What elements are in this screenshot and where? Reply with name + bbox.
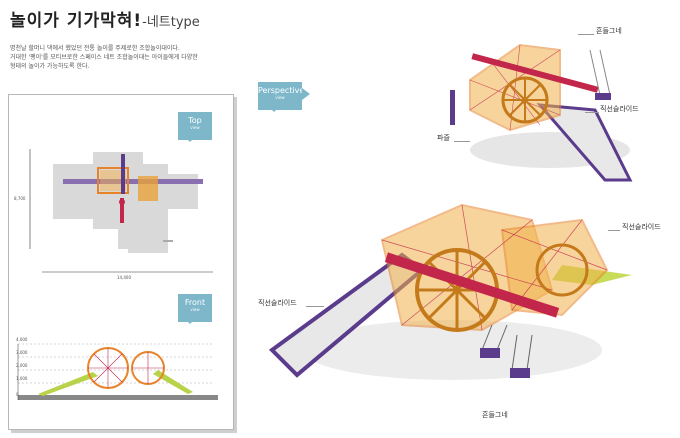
callout-line: [306, 306, 324, 307]
plan-sheet: [8, 94, 234, 430]
level-label: 1,000: [16, 376, 28, 381]
front-tag-small: view: [190, 307, 200, 312]
front-view-drawing: [17, 343, 218, 400]
front-view-tag: Front view: [178, 294, 212, 322]
top-tag-small: view: [190, 125, 200, 130]
level-label: 2,000: [16, 363, 28, 368]
page-title: 놀이가 기가막혀!-네트type: [10, 6, 200, 31]
callout-pipe: 파즐: [437, 134, 450, 142]
description: 명천날 할머니 댁에서 했었던 전통 놀이를 주제로한 조합놀이대이다. 거대한…: [10, 44, 240, 71]
perspective-tag-small: view: [275, 95, 285, 100]
top-tag-label: Top: [188, 116, 202, 125]
callout-swing-top: 흔들그네: [596, 27, 622, 35]
description-line: 형태의 놀이가 가능하도록 한다.: [10, 63, 90, 70]
callout-slide-right: 직선슬라이드: [622, 223, 661, 231]
top-view-drawing: [29, 149, 213, 273]
perspective-tag-arrow-down: [268, 106, 280, 112]
level-label: 4,000: [16, 337, 28, 342]
description-line: 거대한 '팽이'를 모티브로한 스페이스 네트 조합놀이대는 아이들에게 다양한: [10, 54, 198, 61]
callout-line: [454, 141, 470, 142]
dim-height: 8,700: [14, 196, 26, 201]
callout-line: [608, 230, 620, 231]
callout-swing-bottom: 흔들그네: [482, 411, 508, 419]
callout-line: [585, 112, 599, 113]
front-tag-arrow: [184, 318, 196, 324]
perspective-tag-arrow-right: [302, 88, 310, 100]
perspective-render-top: [450, 43, 633, 182]
title-subtitle: -네트type: [142, 15, 200, 30]
perspective-render-bottom: [268, 203, 632, 380]
level-label: 0: [16, 392, 19, 397]
level-label: 3,000: [16, 350, 28, 355]
callout-line: [578, 34, 594, 35]
top-view-tag: Top view: [178, 112, 212, 140]
perspective-tag-label: Perspective: [258, 86, 305, 95]
callout-slide-top: 직선슬라이드: [600, 105, 639, 113]
callout-slide-left: 직선슬라이드: [258, 299, 297, 307]
perspective-tag: Perspective view: [258, 82, 305, 110]
description-line: 명천날 할머니 댁에서 했었던 전통 놀이를 주제로한 조합놀이대이다.: [10, 45, 180, 52]
top-tag-arrow: [184, 136, 196, 142]
title-main: 놀이가 기가막혀!: [10, 11, 143, 31]
dim-width: 14,400: [117, 275, 131, 280]
front-tag-label: Front: [184, 298, 206, 307]
